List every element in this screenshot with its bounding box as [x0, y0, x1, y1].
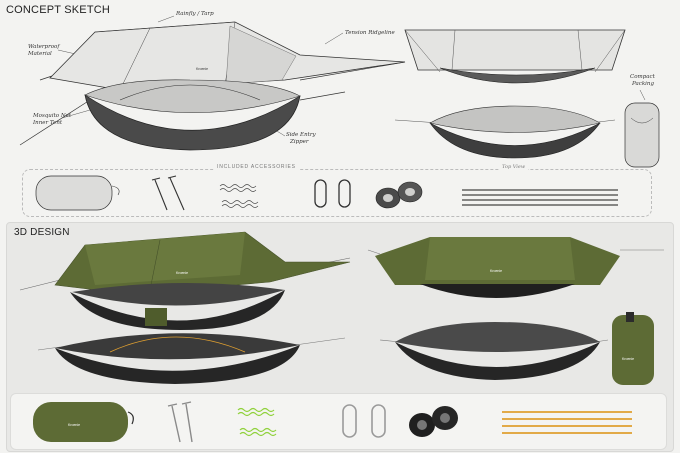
sketch-net-hammock-body: [429, 122, 601, 159]
3d-tarp-hammock-under: [420, 284, 575, 298]
sketch-stuff-sack: [35, 175, 120, 211]
side-entry-line-2: Zipper: [290, 139, 309, 146]
3d-net-left-net: [55, 333, 300, 360]
3d-net-right-body: [395, 342, 600, 380]
3d-hammock-pocket: [145, 308, 167, 326]
sketch-brand-logo: Kroenie: [196, 67, 208, 71]
3d-rainfly-shade: [85, 232, 245, 285]
concept-sketch-title: CONCEPT SKETCH: [6, 4, 111, 16]
sketch-hammock-body: [84, 94, 301, 151]
sketch-net-arch: [119, 84, 261, 101]
3d-compact-pack-body: [612, 315, 654, 385]
sketch-support-poles: [462, 189, 618, 206]
leader-tension: [324, 32, 344, 45]
mosquito-net-annotation: Mosquito Net Inner Tent: [33, 113, 71, 127]
leader-compact: [639, 89, 646, 101]
sketch-tension-line-right: [299, 91, 346, 101]
top-view-label: Top View: [499, 164, 529, 170]
3d-tarp-highlight: [425, 237, 575, 280]
3d-net-right-net: [395, 322, 600, 352]
side-entry-line-1: Side Entry: [286, 132, 316, 138]
leader-rainfly: [157, 15, 175, 23]
sketch-tarp-top-ridge: [451, 29, 583, 71]
sketch-rainfly-mesh: [225, 25, 297, 85]
included-accessories-label: INCLUDED ACCESSORIES: [214, 164, 299, 170]
waterproof-annotation: Waterproof Material: [28, 44, 59, 58]
sketch-net-hammock-net: [429, 105, 601, 133]
sketch-tent-stakes: [151, 175, 185, 211]
mosquito-line-1: Mosquito Net: [33, 113, 72, 119]
3d-support-poles: [502, 411, 632, 434]
3d-hammock-body: [70, 290, 285, 330]
3d-tree-straps: [409, 406, 458, 437]
tension-ridgeline-annotation: Tension Ridgeline: [345, 30, 395, 36]
3d-tarp-brand-logo: Kroenie: [490, 269, 502, 273]
3d-carabiners: [342, 404, 386, 438]
3d-net-left-arch: [109, 336, 246, 353]
3d-brand-logo: Kroenie: [176, 271, 188, 275]
concept-accessories-box: [22, 169, 652, 217]
sketch-tarp-hammock-under: [439, 67, 596, 84]
compact-line-2: Packing: [632, 81, 654, 88]
sketch-tension-line-left: [19, 99, 91, 146]
sketch-carabiners: [314, 179, 351, 208]
side-entry-annotation: Side Entry Zipper: [286, 132, 316, 146]
sketch-compact-pack-strap: [630, 117, 654, 124]
3d-guy-ropes: [237, 407, 277, 437]
sketch-tarp-guylines: [404, 29, 626, 73]
rainfly-annotation: Rainfly / Tarp: [176, 11, 214, 17]
3d-stuff-sack: Kroenie: [33, 402, 134, 442]
3d-pack-brand-logo: Kroenie: [622, 357, 634, 361]
3d-hammock-net: [72, 282, 285, 306]
3d-tarp-lines: [367, 249, 664, 255]
leader-mosquito: [61, 109, 91, 119]
3d-rainfly-ridge: [149, 239, 161, 291]
3d-tent-stakes: [167, 401, 193, 443]
3d-compact-pack-strap: [626, 312, 634, 322]
mosquito-line-2: Inner Tent: [33, 120, 63, 127]
3d-net-left-lines: [37, 337, 346, 351]
waterproof-line-2: Material: [28, 51, 52, 58]
sketch-compact-pack: [624, 102, 660, 168]
3d-design-title-overlay: 3D DESIGN: [14, 227, 70, 238]
compact-packing-annotation: Compact Packing: [630, 74, 655, 88]
sketch-mosquito-net: [84, 79, 301, 114]
3d-sack-brand-logo: Kroenie: [68, 423, 80, 427]
waterproof-line-1: Waterproof: [28, 44, 60, 50]
sketch-tree-straps: [375, 181, 423, 209]
compact-line-1: Compact: [630, 74, 655, 80]
sketch-guy-ropes: [219, 184, 259, 208]
3d-net-left-body: [55, 345, 300, 384]
sketch-tarp-top-view: [404, 29, 626, 71]
